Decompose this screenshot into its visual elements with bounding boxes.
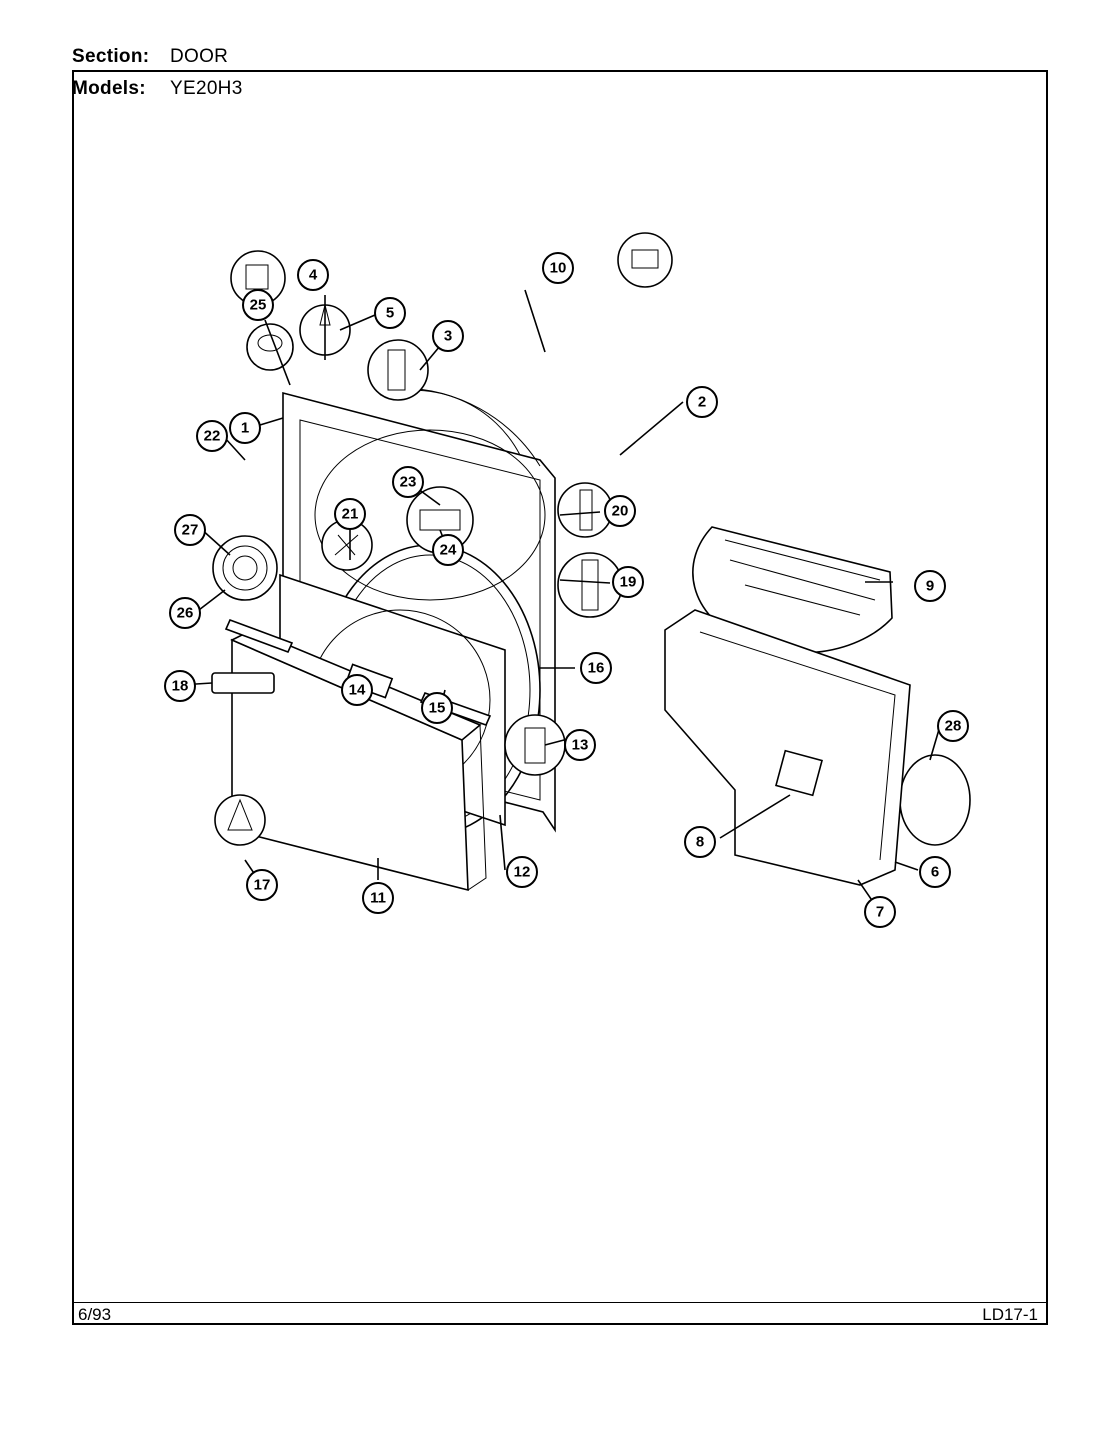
callout-9: 9 — [914, 570, 946, 602]
svg-text:1: 1 — [241, 420, 249, 437]
svg-text:22: 22 — [204, 428, 221, 445]
svg-text:20: 20 — [612, 503, 629, 520]
callout-21: 21 — [334, 498, 366, 530]
callout-20: 20 — [604, 495, 636, 527]
models-value: YE20H3 — [170, 78, 243, 99]
callout-26: 26 — [169, 597, 201, 629]
models-heading: Models: YE20H3 — [72, 78, 243, 100]
callout-22: 22 — [196, 420, 228, 452]
diagram-frame — [72, 70, 1048, 1325]
section-label: Section: — [72, 46, 150, 67]
callout-12: 12 — [506, 856, 538, 888]
callout-23: 23 — [392, 466, 424, 498]
callout-4: 4 — [297, 259, 329, 291]
footer-page-code: LD17-1 — [982, 1305, 1038, 1324]
svg-text:7: 7 — [876, 904, 884, 921]
svg-text:21: 21 — [342, 506, 359, 523]
svg-text:26: 26 — [177, 605, 194, 622]
filter-housing-part — [664, 609, 911, 886]
callout-11: 11 — [362, 882, 394, 914]
svg-text:4: 4 — [309, 267, 318, 284]
svg-text:15: 15 — [429, 700, 446, 717]
svg-text:3: 3 — [444, 328, 452, 345]
svg-text:19: 19 — [620, 574, 637, 591]
callout-15: 15 — [421, 692, 453, 724]
callout-24: 24 — [432, 534, 464, 566]
svg-text:25: 25 — [250, 297, 267, 314]
callout-14: 14 — [341, 674, 373, 706]
models-label: Models: — [72, 78, 146, 99]
callout-19: 19 — [612, 566, 644, 598]
svg-text:2: 2 — [698, 394, 706, 411]
svg-text:8: 8 — [696, 834, 704, 851]
svg-text:16: 16 — [588, 660, 605, 677]
callout-1: 1 — [229, 412, 261, 444]
callout-27: 27 — [174, 514, 206, 546]
section-value: DOOR — [170, 46, 229, 67]
callout-17: 17 — [246, 869, 278, 901]
callout-2: 2 — [686, 386, 718, 418]
svg-text:13: 13 — [572, 737, 589, 754]
callout-6: 6 — [919, 856, 951, 888]
svg-text:24: 24 — [440, 542, 457, 559]
svg-text:11: 11 — [370, 890, 386, 907]
callout-10: 10 — [542, 252, 574, 284]
svg-text:5: 5 — [386, 305, 394, 322]
svg-text:18: 18 — [172, 678, 189, 695]
svg-text:28: 28 — [945, 718, 962, 735]
callout-16: 16 — [580, 652, 612, 684]
callout-13: 13 — [564, 729, 596, 761]
svg-text:17: 17 — [254, 877, 271, 894]
callout-5: 5 — [374, 297, 406, 329]
svg-text:23: 23 — [400, 474, 417, 491]
svg-text:9: 9 — [926, 578, 934, 595]
svg-text:14: 14 — [349, 682, 366, 699]
svg-text:6: 6 — [931, 864, 939, 881]
svg-text:10: 10 — [550, 260, 567, 277]
handle-part — [211, 672, 275, 694]
hinge-bar-left-part — [224, 618, 294, 654]
callout-3: 3 — [432, 320, 464, 352]
callout-18: 18 — [164, 670, 196, 702]
svg-text:12: 12 — [514, 864, 531, 881]
callout-8: 8 — [684, 826, 716, 858]
callout-7: 7 — [864, 896, 896, 928]
footer-date: 6/93 — [78, 1305, 112, 1324]
callout-25: 25 — [242, 289, 274, 321]
section-heading: Section: DOOR — [72, 46, 228, 68]
callout-28: 28 — [937, 710, 969, 742]
svg-text:27: 27 — [182, 522, 199, 539]
footer-divider — [72, 1302, 1048, 1303]
